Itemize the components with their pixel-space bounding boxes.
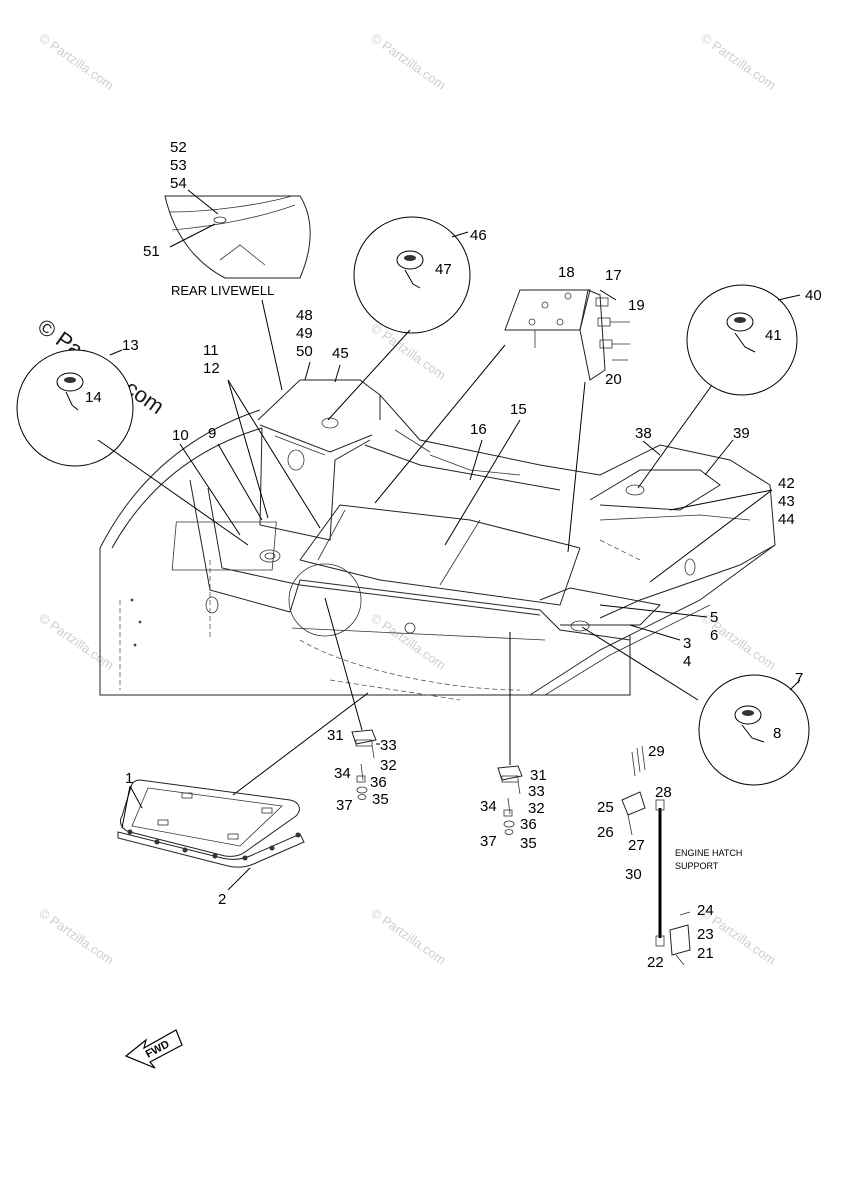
watermark: © Partzilla.com <box>36 610 116 673</box>
deck-assembly-drawing <box>99 379 776 701</box>
callout-3: 3 <box>683 635 691 652</box>
callout-37-left: 37 <box>336 797 353 814</box>
callout-31-left: 31 <box>327 727 344 744</box>
callout-32-left: 32 <box>380 757 397 774</box>
callout-17: 17 <box>605 267 622 284</box>
engine-hatch-caption-2: SUPPORT <box>675 861 719 871</box>
callout-48: 48 <box>296 307 313 324</box>
callout-23: 23 <box>697 926 714 943</box>
callout-22: 22 <box>647 954 664 971</box>
callout-36-left: 36 <box>370 774 387 791</box>
watermark-layer: © Partzilla.com © Partzilla.com © Partzi… <box>33 30 779 968</box>
callout-35-right: 35 <box>520 835 537 852</box>
callout-16: 16 <box>470 421 487 438</box>
callout-2: 2 <box>218 891 226 908</box>
callout-14: 14 <box>85 389 102 406</box>
engine-hatch-caption-1: ENGINE HATCH <box>675 848 742 858</box>
callout-26: 26 <box>597 824 614 841</box>
callout-29: 29 <box>648 743 665 760</box>
callout-50: 50 <box>296 343 313 360</box>
callout-10: 10 <box>172 427 189 444</box>
callout-12: 12 <box>203 360 220 377</box>
callout-47: 47 <box>435 261 452 278</box>
watermark: © Partzilla.com <box>698 30 778 93</box>
callout-6: 6 <box>710 627 718 644</box>
callout-35-left: 35 <box>372 791 389 808</box>
callout-25: 25 <box>597 799 614 816</box>
callout-11: 11 <box>203 342 219 359</box>
callout-20: 20 <box>605 371 622 388</box>
callout-21: 21 <box>697 945 714 962</box>
leader-lines <box>179 361 773 796</box>
callout-19: 19 <box>628 297 645 314</box>
callout-49: 49 <box>296 325 313 342</box>
callout-43: 43 <box>778 493 795 510</box>
callout-8: 8 <box>773 725 781 742</box>
callout-32-right: 32 <box>528 800 545 817</box>
callout-41: 41 <box>765 327 782 344</box>
callout-28: 28 <box>655 784 672 801</box>
latch-group-right <box>497 765 523 835</box>
detail-circle-40 <box>637 284 801 489</box>
callout-42: 42 <box>778 475 795 492</box>
callout-18: 18 <box>558 264 575 281</box>
watermark: © Partzilla.com <box>368 30 448 93</box>
callout-1: 1 <box>125 770 133 787</box>
callout-40: 40 <box>805 287 822 304</box>
callout-54: 54 <box>170 175 187 192</box>
callout-24: 24 <box>697 902 714 919</box>
callout-52: 52 <box>170 139 187 156</box>
callout-31-right: 31 <box>530 767 547 784</box>
rear-livewell-caption: REAR LIVEWELL <box>171 283 274 298</box>
hinge-assembly <box>374 289 630 553</box>
callout-51: 51 <box>143 243 160 260</box>
callout-27: 27 <box>628 837 645 854</box>
callout-34-right: 34 <box>480 798 497 815</box>
hatch-frame <box>117 779 305 891</box>
watermark: © Partzilla.com <box>368 610 448 673</box>
callout-5: 5 <box>710 609 718 626</box>
callout-30: 30 <box>625 866 642 883</box>
callout-33-left: 33 <box>380 737 397 754</box>
watermark: © Partzilla.com <box>36 905 116 968</box>
callout-7: 7 <box>795 670 803 687</box>
detail-circle-46 <box>327 216 471 421</box>
callout-13: 13 <box>122 337 139 354</box>
watermark: © Partzilla.com <box>36 30 116 93</box>
fwd-arrow: FWD <box>124 1029 183 1069</box>
detail-circle-7 <box>581 626 810 786</box>
callout-44: 44 <box>778 511 795 528</box>
latch-group-left <box>351 729 380 800</box>
watermark: © Partzilla.com <box>368 905 448 968</box>
callout-33-right: 33 <box>528 783 545 800</box>
rear-livewell-inset: REAR LIVEWELL <box>164 189 311 391</box>
callout-15: 15 <box>510 401 527 418</box>
callout-34-left: 34 <box>334 765 351 782</box>
callout-45: 45 <box>332 345 349 362</box>
callout-36-right: 36 <box>520 816 537 833</box>
callout-38: 38 <box>635 425 652 442</box>
callout-46: 46 <box>470 227 487 244</box>
callout-labels: 52 53 54 51 46 47 48 49 50 45 13 14 11 1… <box>85 139 822 971</box>
callout-39: 39 <box>733 425 750 442</box>
callout-4: 4 <box>683 653 691 670</box>
callout-37-right: 37 <box>480 833 497 850</box>
callout-9: 9 <box>208 425 216 442</box>
detail-circle-13 <box>16 349 249 546</box>
callout-53: 53 <box>170 157 187 174</box>
engine-hatch-support: ENGINE HATCH SUPPORT <box>621 745 742 966</box>
